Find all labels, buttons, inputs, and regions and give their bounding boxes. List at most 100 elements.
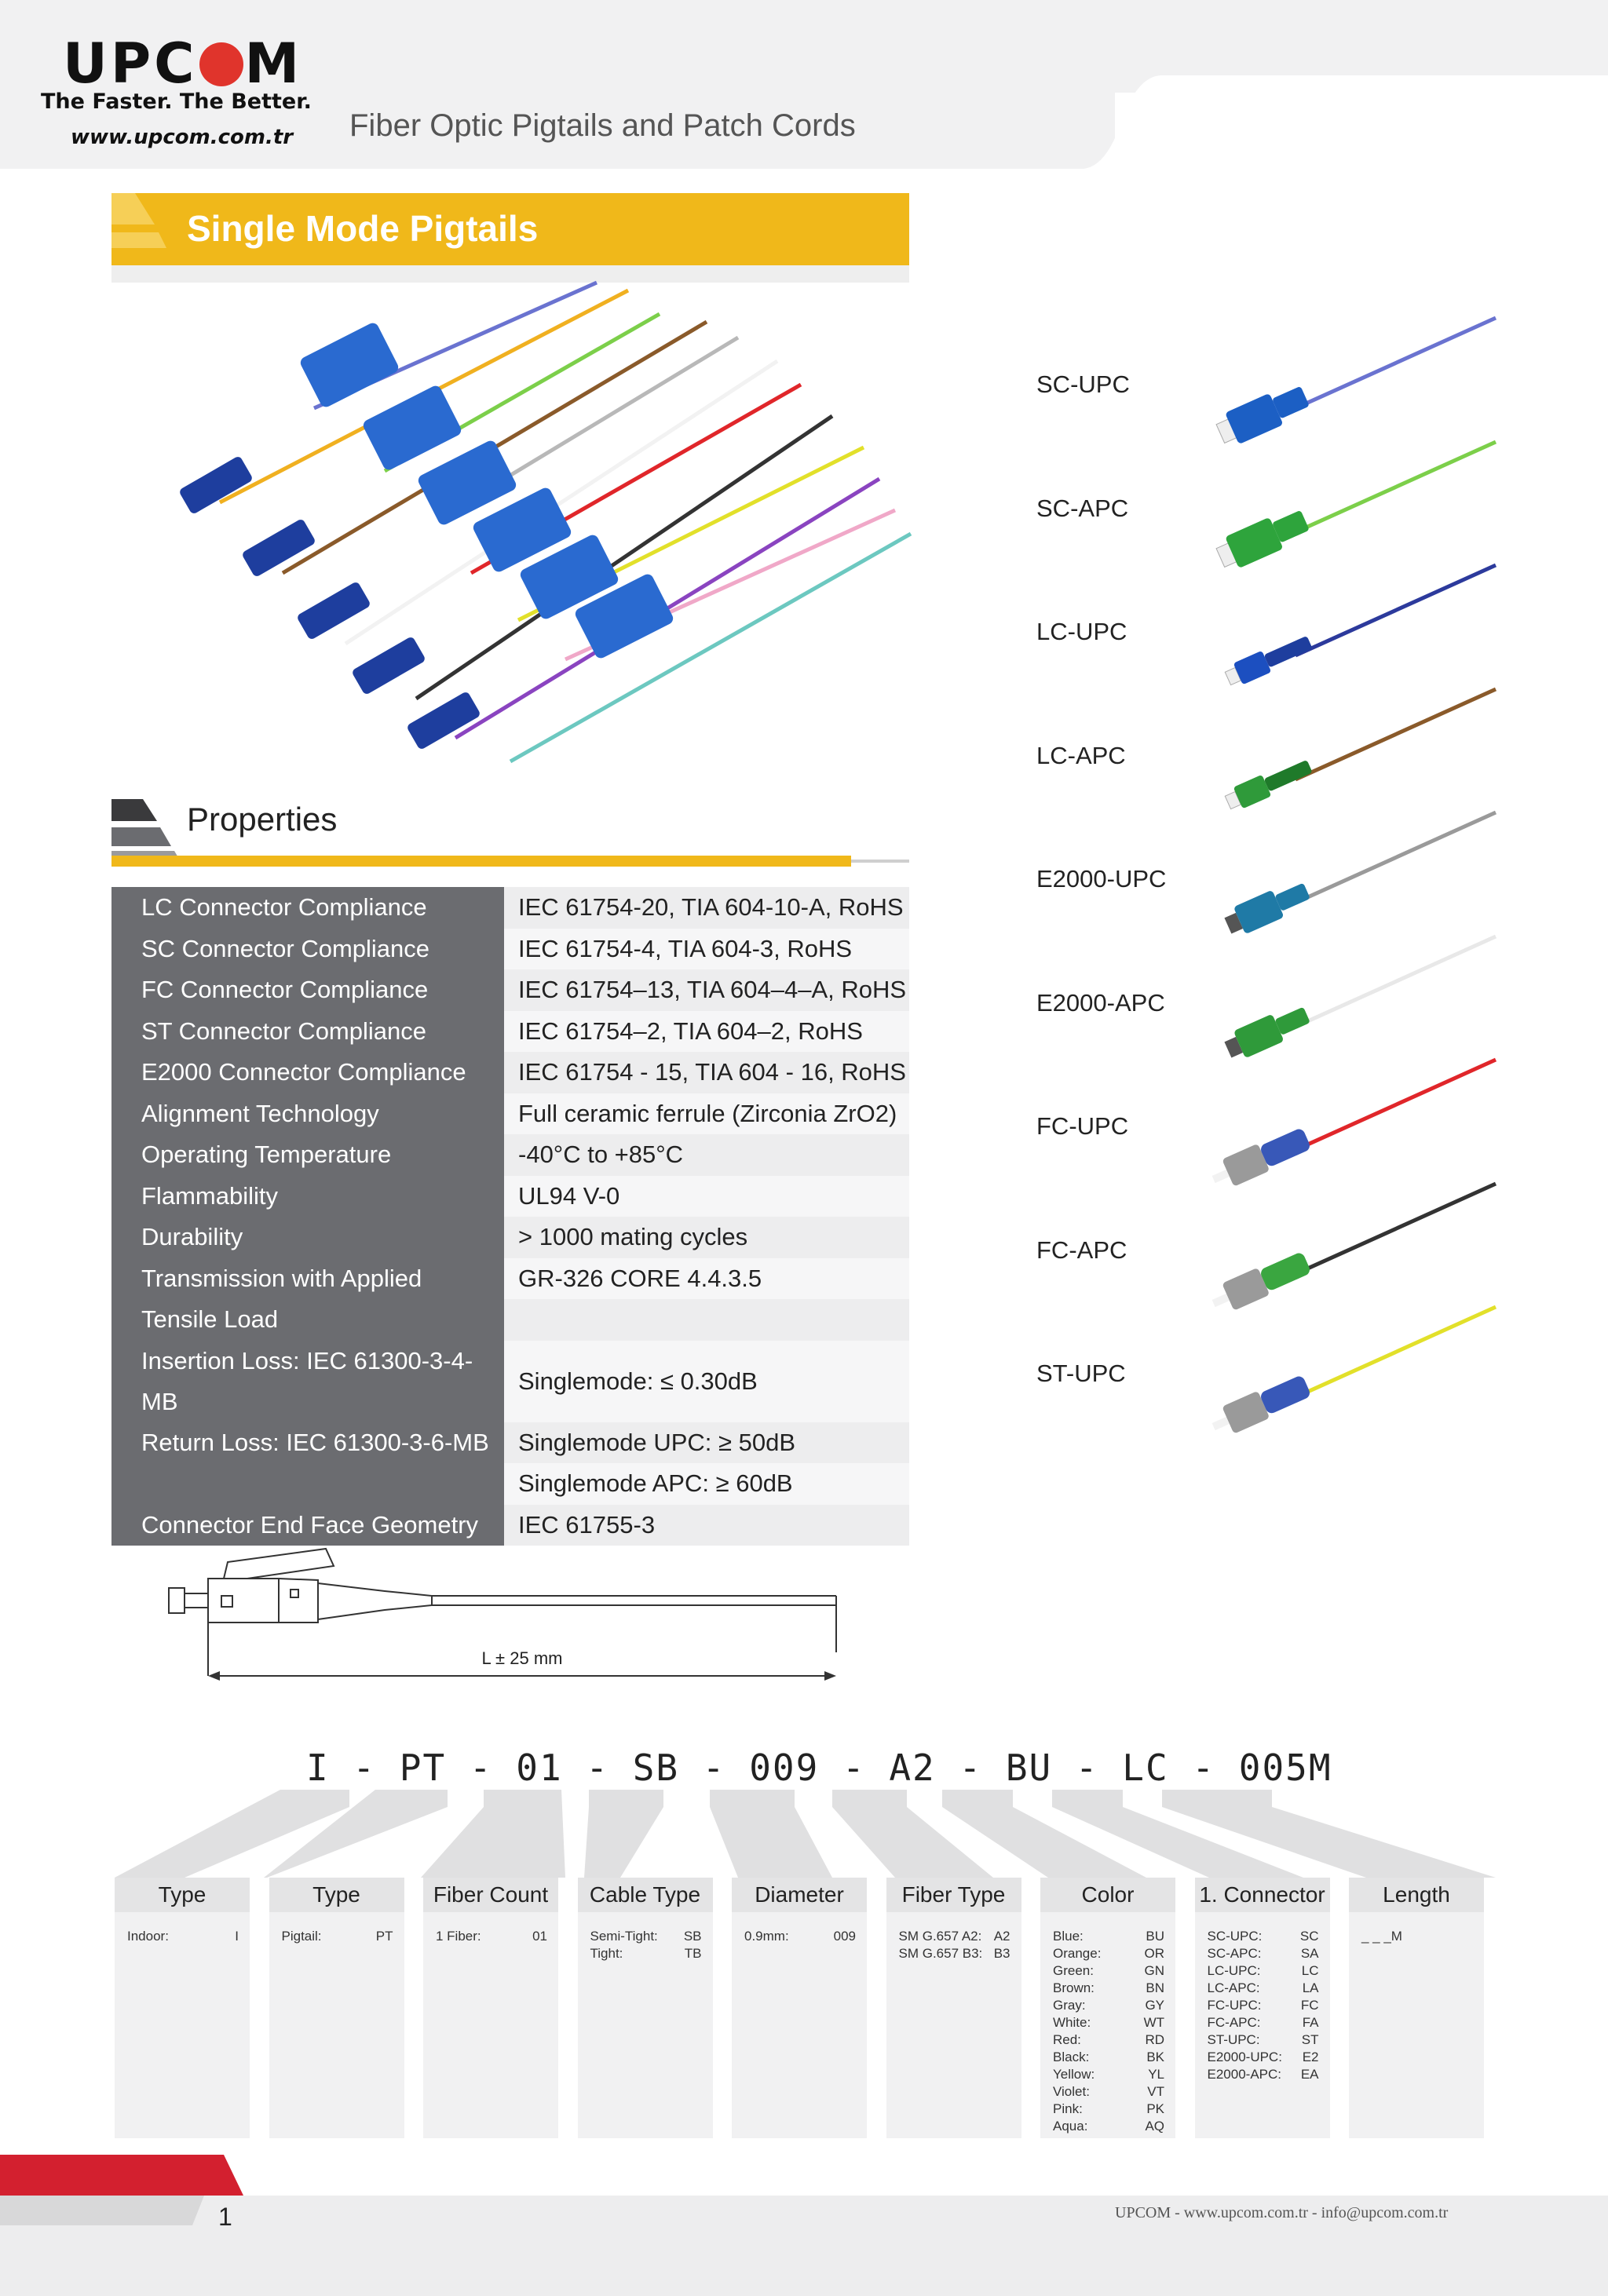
property-key bbox=[111, 1463, 504, 1505]
connector-image bbox=[1211, 1057, 1497, 1186]
part-code-column: Length _ _ _M bbox=[1349, 1878, 1484, 2138]
section-title: Single Mode Pigtails bbox=[187, 208, 539, 249]
option-label: FC-UPC: bbox=[1207, 1998, 1262, 2013]
option-label: Pigtail: bbox=[281, 1929, 322, 1944]
pigtail-dimension-drawing: L ± 25 mm bbox=[168, 1547, 837, 1681]
option-code: AQ bbox=[1145, 2119, 1164, 2134]
website-link[interactable]: www.upcom.com.tr bbox=[71, 126, 294, 149]
properties-underline bbox=[111, 856, 851, 867]
part-code-option: LC-UPC:LC bbox=[1208, 1962, 1319, 1980]
option-code: BU bbox=[1146, 1929, 1164, 1944]
property-key: Durability bbox=[111, 1217, 504, 1258]
option-label: FC-APC: bbox=[1207, 2015, 1261, 2030]
property-value: IEC 61754–2, TIA 604–2, RoHS bbox=[504, 1010, 909, 1052]
part-code-option: FC-APC: FA bbox=[1208, 2014, 1319, 2031]
property-row: Operating Temperature-40°C to +85°C bbox=[111, 1134, 909, 1176]
option-label: White: bbox=[1053, 2015, 1091, 2030]
option-label: E2000-UPC: bbox=[1207, 2050, 1282, 2064]
option-label: Brown: bbox=[1053, 1980, 1095, 1995]
option-code: RD bbox=[1145, 2032, 1164, 2047]
option-label: SM G.657 A2: bbox=[898, 1929, 982, 1944]
property-row: Singlemode APC: ≥ 60dB bbox=[111, 1463, 909, 1505]
connector-label: LC-UPC bbox=[1036, 618, 1127, 645]
part-code-option: Black:BK bbox=[1053, 2049, 1164, 2066]
connector-label: E2000-UPC bbox=[1036, 865, 1167, 892]
option-code: BN bbox=[1146, 1980, 1164, 1995]
part-code-option: Violet: VT bbox=[1053, 2083, 1164, 2101]
property-value: IEC 61755-3 bbox=[504, 1504, 909, 1546]
property-value: > 1000 mating cycles bbox=[504, 1217, 909, 1258]
option-code: GY bbox=[1145, 1998, 1164, 2013]
part-code-option: LC-APC:LA bbox=[1208, 1980, 1319, 1997]
property-key: Insertion Loss: IEC 61300-3-4-MB bbox=[111, 1340, 504, 1422]
option-label: Yellow: bbox=[1053, 2067, 1095, 2082]
property-value: IEC 61754-4, TIA 604-3, RoHS bbox=[504, 928, 909, 969]
part-code-column-header: 1. Connector bbox=[1194, 1878, 1330, 1912]
property-key: Transmission with Applied bbox=[111, 1258, 504, 1299]
option-label: Violet: bbox=[1053, 2084, 1090, 2099]
part-code-options: Pigtail: PT bbox=[282, 1928, 393, 1945]
option-code: OR bbox=[1144, 1946, 1165, 1961]
option-code: SA bbox=[1300, 1946, 1319, 1961]
option-code: FA bbox=[1302, 2015, 1319, 2030]
pigtails-product-image bbox=[180, 280, 912, 764]
option-code: VT bbox=[1147, 2084, 1164, 2099]
connector-image bbox=[1211, 1305, 1497, 1433]
option-label: SM G.657 B3: bbox=[898, 1946, 983, 1961]
part-code-option: E2000-UPC: E2 bbox=[1208, 2049, 1319, 2066]
property-value: UL94 V-0 bbox=[504, 1175, 909, 1217]
option-label: 1 Fiber: bbox=[436, 1929, 481, 1944]
option-label: Blue: bbox=[1053, 1929, 1084, 1944]
option-label: E2000-APC: bbox=[1207, 2067, 1282, 2082]
part-code-column-header: Type bbox=[115, 1878, 250, 1912]
part-code-option: ST-UPC:ST bbox=[1208, 2031, 1319, 2049]
section-underline bbox=[111, 265, 909, 283]
option-code: EA bbox=[1300, 2067, 1319, 2082]
property-value bbox=[504, 1299, 909, 1341]
footer-contact: UPCOM - www.upcom.com.tr - info@upcom.co… bbox=[1115, 2204, 1449, 2221]
option-code: E2 bbox=[1302, 2050, 1319, 2064]
property-key: SC Connector Compliance bbox=[111, 928, 504, 969]
part-code-option: Semi-Tight:SB bbox=[590, 1928, 702, 1945]
part-code-option: FC-UPC:FC bbox=[1208, 1997, 1319, 2014]
properties-title: Properties bbox=[187, 801, 338, 838]
logo-red-dot bbox=[199, 42, 243, 86]
part-code-column-header: Length bbox=[1349, 1878, 1484, 1912]
tagline: The Faster. The Better. bbox=[41, 89, 312, 114]
part-code-option: SM G.657 B3:B3 bbox=[899, 1945, 1010, 1962]
section-title-bar bbox=[111, 193, 909, 265]
option-label: 0.9mm: bbox=[744, 1929, 789, 1944]
property-key: ST Connector Compliance bbox=[111, 1010, 504, 1052]
part-code-options: _ _ _M bbox=[1361, 1928, 1473, 1945]
connector-label: SC-APC bbox=[1036, 494, 1129, 522]
connector-label: FC-UPC bbox=[1036, 1112, 1129, 1140]
connector-image bbox=[1215, 316, 1497, 444]
option-label: Orange: bbox=[1053, 1946, 1102, 1961]
connector-image bbox=[1215, 440, 1497, 568]
option-code: SB bbox=[683, 1929, 702, 1944]
option-code: SC bbox=[1299, 1929, 1319, 1944]
option-code: PT bbox=[375, 1929, 393, 1944]
option-label: SC-APC: bbox=[1207, 1946, 1262, 1961]
properties-accent bbox=[111, 799, 179, 859]
part-code-option: SM G.657 A2:A2 bbox=[899, 1928, 1010, 1945]
part-code-option: E2000-APC: EA bbox=[1208, 2066, 1319, 2083]
option-label: Aqua: bbox=[1053, 2119, 1088, 2134]
property-value: IEC 61754–13, TIA 604–4–A, RoHS bbox=[504, 969, 909, 1011]
connector-image bbox=[1224, 687, 1497, 809]
part-code-option: 1 Fiber:01 bbox=[436, 1928, 547, 1945]
part-code-option: 0.9mm:009 bbox=[744, 1928, 856, 1945]
